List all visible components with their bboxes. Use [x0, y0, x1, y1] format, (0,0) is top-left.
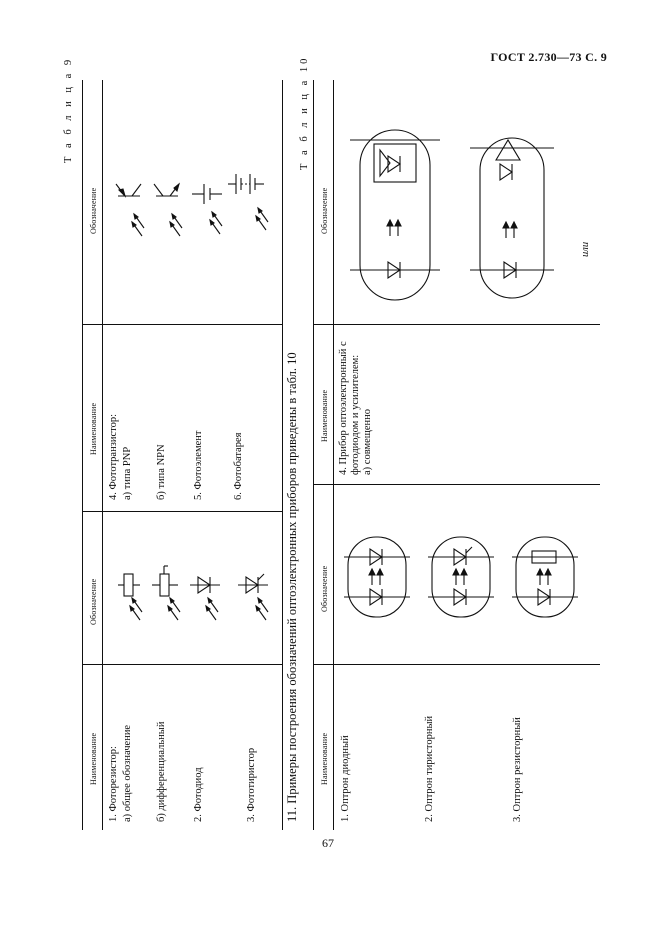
- table10-top-rule: [313, 80, 314, 830]
- table10-header-name-left: Наименование: [320, 732, 329, 785]
- table10-header-symbol-right: Обозначение: [320, 187, 329, 234]
- table9-header-rule: [102, 80, 103, 830]
- npn-phototransistor-symbol: [153, 182, 183, 237]
- t10-row-resistor-optocoupler: 3. Оптрон резисторный: [512, 717, 523, 822]
- t9-row-npn: б) типа NPN: [156, 444, 167, 500]
- table9-header-symbol-left: Обозначение: [89, 578, 98, 625]
- t10-row-thyristor-optocoupler: 2. Оптрон тиристорный: [424, 715, 435, 822]
- table9-divider-1: [82, 664, 282, 665]
- page-number: 67: [322, 836, 334, 850]
- table10-header-name-right: Наименование: [320, 389, 329, 442]
- table9-header-name-right: Наименование: [89, 402, 98, 455]
- t9-row-photoresistor-general: а) общее обозначение: [122, 724, 133, 822]
- table10-header-symbol-left: Обозначение: [320, 565, 329, 612]
- photodiode-amplifier-combined-symbol: [350, 129, 440, 301]
- diode-optocoupler-symbol: [344, 536, 410, 618]
- thyristor-optocoupler-symbol: [428, 536, 494, 618]
- table9-divider-2: [82, 511, 282, 512]
- table9-header-name-left: Наименование: [89, 732, 98, 785]
- t10-row-device-title: 4. Прибор оптоэлектронный с: [338, 341, 349, 475]
- photocell-symbol: [192, 184, 223, 235]
- differential-photoresistor-symbol: [152, 565, 181, 621]
- resistor-optocoupler-symbol: [512, 536, 578, 618]
- table10-divider-3: [313, 324, 600, 325]
- table10-header-rule: [333, 80, 334, 830]
- t9-row-phototransistor: 4. Фототранзистор:: [108, 413, 119, 500]
- t10-row-device-subtitle: фотодиодом и усилителем:: [350, 354, 361, 475]
- table10-divider-2: [313, 484, 600, 485]
- table9-caption: Т а б л и ц а 9: [63, 56, 74, 163]
- t9-row-photobattery: 6. Фотобатарея: [233, 432, 244, 500]
- photoresistor-symbol: [118, 573, 143, 621]
- t9-row-photoresistor: 1. Фоторезистор:: [108, 746, 119, 822]
- standard-header: ГОСТ 2.730—73 С. 9: [490, 50, 607, 64]
- or-label: или: [580, 241, 591, 257]
- t9-row-pnp: а) типа PNP: [122, 446, 133, 500]
- t9-row-photocell: 5. Фотоэлемент: [193, 430, 204, 500]
- t9-row-photodiode: 2. Фотодиод: [193, 767, 204, 822]
- table10-divider-1: [313, 664, 600, 665]
- table9-top-rule: [82, 80, 83, 830]
- photodiode-symbol: [190, 575, 220, 621]
- table9-bottom-rule: [282, 80, 283, 830]
- t10-row-diode-optocoupler: 1. Оптрон диодный: [340, 735, 351, 822]
- t9-row-differential: б) дифференциальный: [156, 721, 167, 822]
- table10-caption: Т а б л и ц а 10: [299, 55, 310, 170]
- section-11-title: 11. Примеры построения обозначений оптоэ…: [285, 352, 299, 822]
- photobattery-symbol: [228, 174, 269, 231]
- table9-header-symbol-right: Обозначение: [89, 187, 98, 234]
- t9-row-photothyristor: 3. Фототиристор: [246, 747, 257, 822]
- pnp-phototransistor-symbol: [115, 183, 145, 237]
- table9-divider-3: [82, 324, 282, 325]
- photodiode-amplifier-alternative-symbol: [470, 137, 554, 299]
- landscape-content: Т а б л и ц а 9 Наименование Обозначение…: [60, 56, 600, 830]
- photothyristor-symbol: [238, 573, 269, 621]
- t10-row-combined: а) совмещенно: [362, 408, 373, 475]
